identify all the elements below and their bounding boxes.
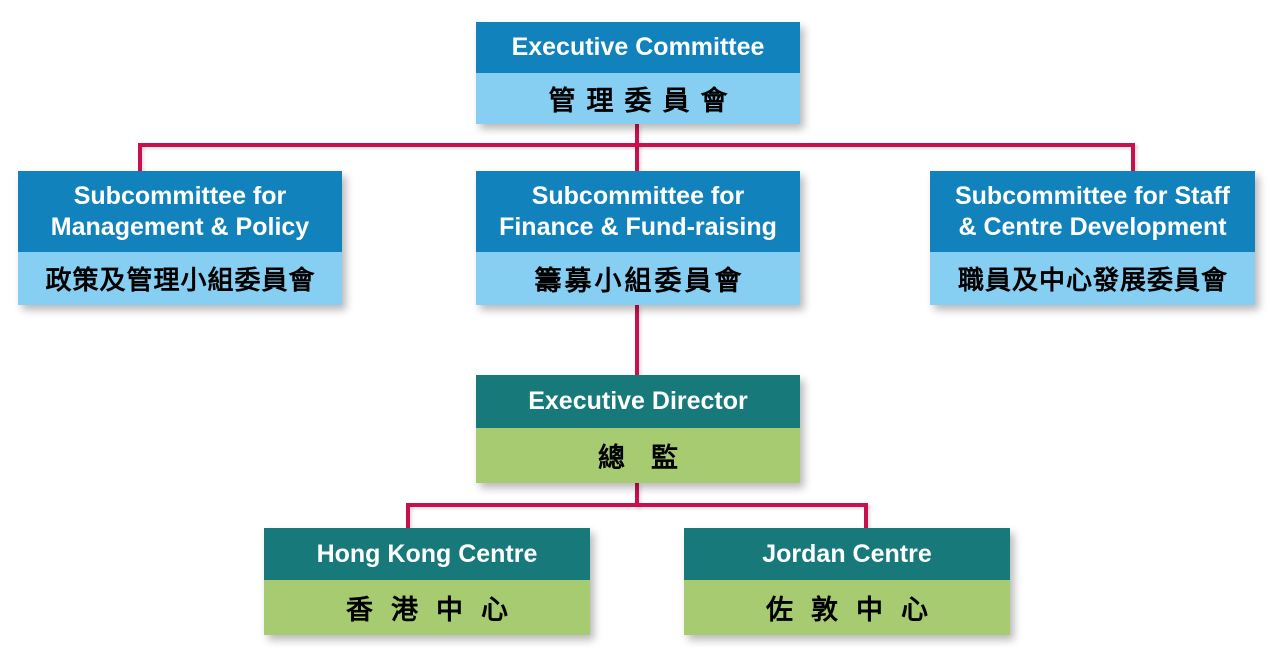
- subcommittee-finance-title-zh-text: 籌募小組委員會: [534, 266, 745, 296]
- title-line2: & Centre Development: [958, 212, 1227, 241]
- executive-director-title-zh: 總監: [476, 428, 800, 483]
- node-executive-director: Executive Director 總監: [476, 375, 800, 483]
- jordan-centre-title-zh-text: 佐敦中心: [766, 595, 946, 625]
- subcommittee-management-title-en: Subcommittee for Management & Policy: [18, 171, 342, 252]
- connector-right-drop: [1131, 143, 1135, 171]
- node-jordan-centre: Jordan Centre 佐敦中心: [684, 528, 1010, 635]
- title-line1: Subcommittee for: [531, 182, 745, 210]
- jordan-centre-title-zh: 佐敦中心: [684, 580, 1010, 635]
- executive-committee-title-zh-text: 管理委員會: [548, 86, 739, 116]
- executive-director-title-en: Executive Director: [476, 375, 800, 428]
- title-line1: Subcommittee for Staff: [954, 182, 1231, 210]
- subcommittee-staff-title-zh-text: 職員及中心發展委員會: [957, 265, 1228, 295]
- subcommittee-staff-title-zh: 職員及中心發展委員會: [930, 252, 1255, 305]
- hong-kong-centre-title-en-text: Hong Kong Centre: [316, 539, 538, 568]
- node-subcommittee-staff-centre: Subcommittee for Staff & Centre Developm…: [930, 171, 1255, 305]
- subcommittee-finance-title-zh: 籌募小組委員會: [476, 252, 800, 305]
- connector-director-vertical: [635, 483, 639, 507]
- node-hong-kong-centre: Hong Kong Centre 香港中心: [264, 528, 590, 635]
- hong-kong-centre-title-en: Hong Kong Centre: [264, 528, 590, 580]
- connector-top-vertical: [635, 124, 639, 171]
- node-subcommittee-finance-fundraising: Subcommittee for Finance & Fund-raising …: [476, 171, 800, 305]
- title-line1: Subcommittee for: [73, 182, 287, 210]
- jordan-centre-title-en: Jordan Centre: [684, 528, 1010, 580]
- connector-jordan-drop: [864, 503, 868, 528]
- executive-committee-title-zh: 管理委員會: [476, 73, 800, 124]
- node-executive-committee: Executive Committee 管理委員會: [476, 22, 800, 124]
- title-line2: Management & Policy: [50, 212, 310, 241]
- connector-top-horizontal: [138, 143, 1135, 147]
- executive-director-title-en-text: Executive Director: [528, 387, 748, 416]
- hong-kong-centre-title-zh: 香港中心: [264, 580, 590, 635]
- connector-bottom-horizontal: [406, 503, 868, 507]
- node-subcommittee-management-policy: Subcommittee for Management & Policy 政策及…: [18, 171, 342, 305]
- executive-committee-title-en-text: Executive Committee: [511, 33, 765, 62]
- connector-hongkong-drop: [406, 503, 410, 528]
- subcommittee-management-title-en-text: Subcommittee for Management & Policy: [51, 181, 309, 242]
- subcommittee-finance-title-en-text: Subcommittee for Finance & Fund-raising: [499, 181, 777, 242]
- executive-director-title-zh-text: 總監: [598, 443, 704, 473]
- subcommittee-management-title-zh: 政策及管理小組委員會: [18, 252, 342, 305]
- jordan-centre-title-en-text: Jordan Centre: [762, 539, 932, 568]
- subcommittee-staff-title-en-text: Subcommittee for Staff & Centre Developm…: [955, 181, 1230, 242]
- title-line2: Finance & Fund-raising: [499, 212, 777, 241]
- subcommittee-management-title-zh-text: 政策及管理小組委員會: [45, 265, 316, 295]
- subcommittee-staff-title-en: Subcommittee for Staff & Centre Developm…: [930, 171, 1255, 252]
- connector-left-drop: [138, 143, 142, 171]
- subcommittee-finance-title-en: Subcommittee for Finance & Fund-raising: [476, 171, 800, 252]
- executive-committee-title-en: Executive Committee: [476, 22, 800, 73]
- hong-kong-centre-title-zh-text: 香港中心: [346, 595, 526, 625]
- connector-mid-vertical: [635, 305, 639, 375]
